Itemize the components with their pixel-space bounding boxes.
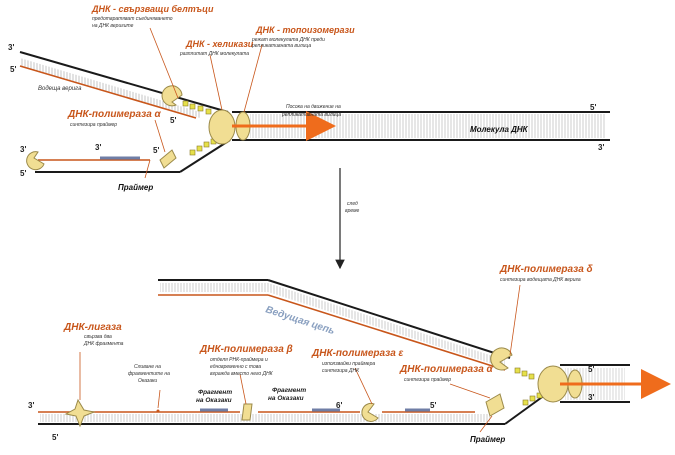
- top-fork: [19, 27, 610, 179]
- polymerase-delta-shape: [490, 347, 513, 371]
- polymerase-alpha-bottom-desc: синтезира праймер: [404, 376, 451, 383]
- end-label: 5': [430, 401, 436, 410]
- polymerase-alpha-desc: синтезира праймер: [70, 121, 117, 128]
- okazaki-fragment-label: на Оказаки: [196, 397, 232, 404]
- polymerase-beta-shape: [241, 403, 253, 421]
- end-label: 3': [95, 143, 101, 152]
- topoisomerase-title: ДНК - топоизомерази: [255, 25, 355, 35]
- end-label: 3': [588, 393, 594, 402]
- end-label: 3': [598, 143, 604, 152]
- polymerase-alpha-bottom-shape: [485, 393, 505, 417]
- ssb-desc: предотвратяват съединяването: [92, 16, 173, 22]
- end-label: 3': [20, 145, 26, 154]
- helicase-shape: [208, 109, 236, 145]
- polymerase-left-shape: [26, 151, 45, 171]
- polymerase-epsilon-shape: [361, 402, 379, 422]
- polymerase-epsilon-desc: синтезира ДНК: [322, 368, 360, 374]
- helicase-desc: разплитат ДНК молекулата: [179, 51, 249, 57]
- primer-bottom-label: Праймер: [470, 435, 505, 444]
- polymerase-epsilon-desc: използвайки праймера: [322, 360, 375, 367]
- ligase-title: ДНК-лигаза: [63, 322, 122, 333]
- molecule-label: Молекула ДНК: [470, 125, 529, 134]
- okazaki-fragment-label: на Оказаки: [268, 395, 304, 402]
- ligase-desc: свързва два: [84, 334, 112, 340]
- topoisomerase-desc: режат молекулата ДНК преди: [251, 37, 325, 43]
- time-label: след: [347, 201, 358, 207]
- ssb-proteins-bottom: [514, 367, 543, 406]
- joining-label: фрагментите на: [128, 371, 170, 377]
- polymerase-epsilon-title: ДНК-полимераза ε: [311, 348, 404, 359]
- end-label: 5': [153, 146, 159, 155]
- polymerase-alpha-top-shape: [159, 149, 177, 169]
- polymerase-beta-desc: отделя РНК-праймера и: [210, 356, 268, 363]
- polymerase-top-shape: [161, 85, 183, 107]
- direction-label: Посока на движение на: [286, 104, 341, 110]
- joining-label: Оказаки: [138, 378, 157, 384]
- polymerase-alpha-title: ДНК-полимераза α: [67, 109, 162, 120]
- joining-label: Сливане на: [134, 364, 161, 370]
- ligase-shape: [64, 398, 96, 428]
- polymerase-delta-desc: синтезира водещата ДНК верига: [500, 277, 581, 283]
- end-label: 3': [8, 43, 14, 52]
- helicase-title: ДНК - хеликази: [185, 39, 254, 49]
- polymerase-beta-desc: вгражда вместо него ДНК: [210, 371, 274, 377]
- end-label: 3': [28, 401, 34, 410]
- polymerase-beta-title: ДНК-полимераза β: [199, 344, 293, 355]
- end-label: 5': [588, 365, 594, 374]
- end-label: 5': [10, 65, 16, 74]
- polymerase-alpha-bottom-title: ДНК-полимераза α: [399, 364, 494, 375]
- okazaki-fragment-label: Фрагмент: [272, 387, 306, 394]
- end-label: 5': [590, 103, 596, 112]
- okazaki-fragment-label: Фрагмент: [198, 389, 232, 396]
- leading-strand-label: Водеща верига: [38, 86, 82, 92]
- ssb-title: ДНК - свързващи белтъци: [91, 4, 214, 14]
- primer-label: Праймер: [118, 183, 153, 192]
- direction-label: репликативната вилица: [281, 112, 341, 118]
- end-label: 5': [170, 116, 176, 125]
- bottom-fork: [38, 279, 671, 433]
- end-label: 6': [336, 401, 342, 410]
- time-label: време: [345, 208, 360, 214]
- ssb-desc: на ДНК веригите: [92, 23, 134, 29]
- ligase-desc: ДНК фрагмента: [83, 341, 124, 347]
- polymerase-beta-desc: едновременно с това: [210, 364, 261, 370]
- end-label: 5': [52, 433, 58, 442]
- topoisomerase-desc: репликативната вилица: [251, 43, 311, 49]
- polymerase-delta-title: ДНК-полимераза δ: [499, 264, 594, 275]
- end-label: 5': [20, 169, 26, 178]
